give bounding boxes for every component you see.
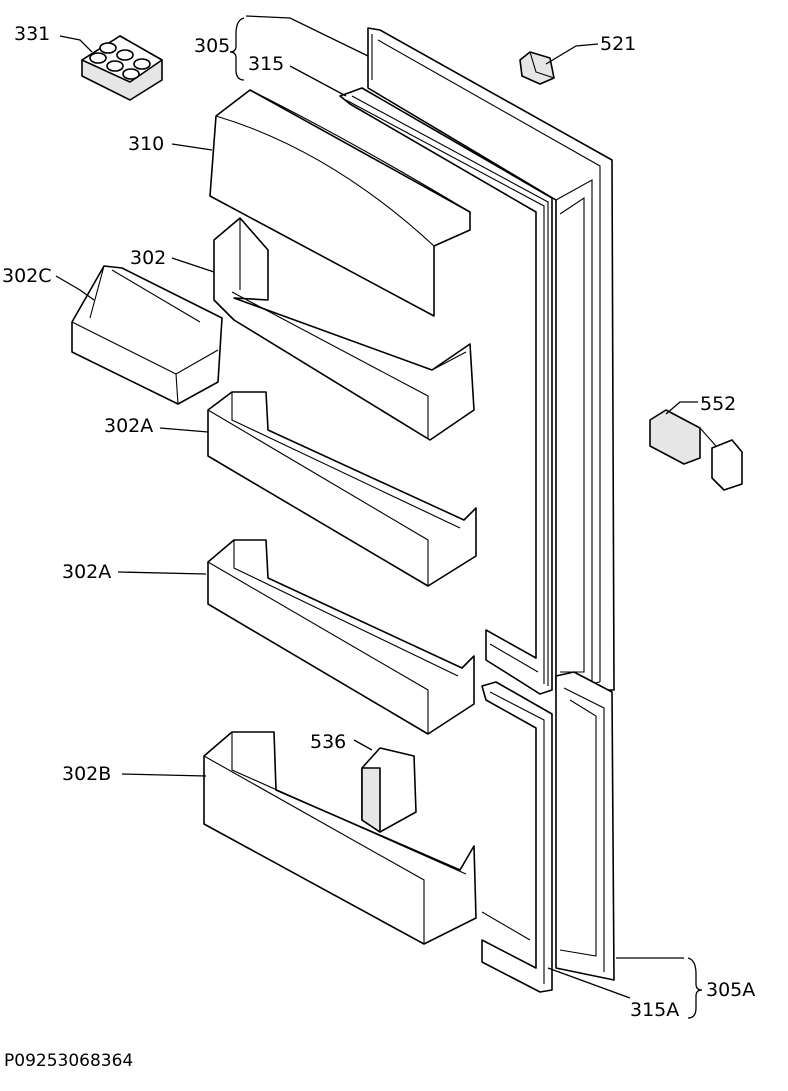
door-shelf-302B	[203, 731, 477, 945]
lower-door-305A	[555, 671, 615, 981]
leader-lines	[55, 15, 703, 1019]
callout-labels: 331 305 315 521 310 302 302C 552 302A 30…	[2, 23, 755, 1071]
label-302A-lower: 302A	[62, 561, 111, 583]
egg-tray-331	[81, 35, 163, 101]
dairy-lid-310	[209, 89, 471, 317]
label-302A-upper: 302A	[104, 415, 153, 437]
small-box-302C	[71, 265, 223, 405]
label-521: 521	[600, 33, 636, 55]
hinge-bracket-552	[649, 409, 743, 491]
label-315A: 315A	[630, 999, 679, 1021]
lower-gasket-315A	[481, 681, 553, 993]
label-305A: 305A	[706, 979, 755, 1001]
label-302C: 302C	[2, 265, 52, 287]
label-310: 310	[128, 133, 164, 155]
label-315: 315	[248, 53, 284, 75]
label-331: 331	[14, 23, 50, 45]
label-302: 302	[130, 247, 166, 269]
label-305: 305	[194, 35, 230, 57]
door-shelf-302A-upper	[207, 391, 477, 587]
cap-part-521	[519, 51, 555, 85]
label-536: 536	[310, 731, 346, 753]
upper-gasket-315	[339, 87, 553, 695]
bracket-536	[361, 747, 417, 833]
door-shelf-302	[213, 217, 475, 441]
label-552: 552	[700, 393, 736, 415]
drawing-code: P09253068364	[4, 1051, 133, 1071]
label-302B: 302B	[62, 763, 111, 785]
door-shelf-302A-lower	[207, 539, 475, 735]
